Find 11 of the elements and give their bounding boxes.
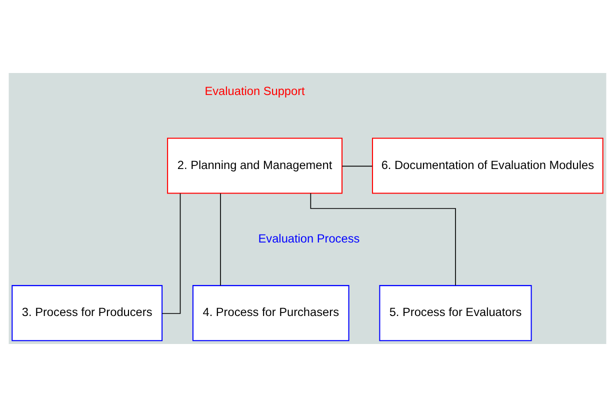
connector	[162, 193, 181, 314]
connector	[310, 192, 456, 286]
node-box: 5. Process for Evaluators	[379, 285, 532, 342]
connector	[220, 193, 221, 286]
node-box: 6. Documentation of Evaluation Modules	[372, 138, 604, 194]
label: Evaluation Support	[204, 84, 305, 98]
label: Evaluation Process	[258, 232, 360, 246]
node-box: 3. Process for Producers	[12, 285, 163, 342]
node-box: 4. Process for Purchasers	[192, 285, 350, 342]
node-box: 2. Planning and Management	[167, 138, 343, 194]
connector	[342, 166, 373, 167]
